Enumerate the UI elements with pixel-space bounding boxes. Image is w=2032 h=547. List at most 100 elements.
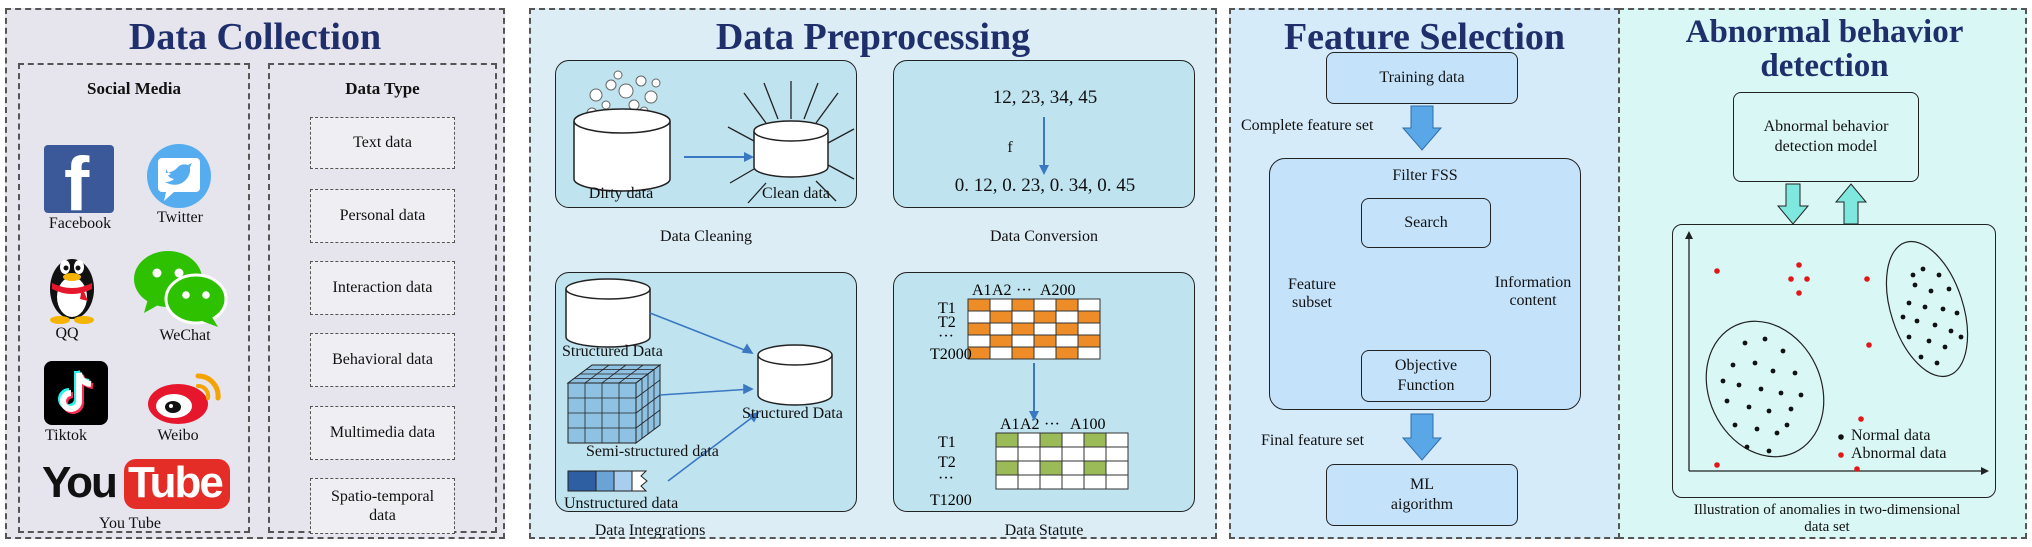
- information-content-label: Information content: [1494, 274, 1572, 310]
- grid-cell: [1105, 460, 1129, 476]
- normal-point: [1736, 382, 1742, 388]
- grid-cell: [1055, 346, 1079, 360]
- statute-bottom-grid: [995, 432, 1129, 490]
- normal-point: [1932, 322, 1938, 328]
- normal-point: [1732, 422, 1738, 428]
- normal-point: [1744, 444, 1750, 450]
- grid-cell: [1077, 334, 1101, 348]
- abnormal-point: [1864, 276, 1870, 282]
- weibo-icon: [144, 368, 224, 428]
- normal-point: [1920, 266, 1926, 272]
- objective-function-box: Objective Function: [1361, 350, 1491, 402]
- facebook-icon: f: [44, 145, 114, 213]
- normal-point: [1910, 272, 1916, 278]
- grid-cell: [1033, 298, 1057, 312]
- grid-cell: [1033, 310, 1057, 324]
- dirty-data-label: Dirty data: [588, 185, 654, 202]
- normal-point: [1770, 368, 1776, 374]
- grid-cell: [1011, 346, 1035, 360]
- normal-point: [1754, 426, 1760, 432]
- normal-point: [1774, 430, 1780, 436]
- normal-point: [1958, 334, 1964, 340]
- normal-point: [1780, 348, 1786, 354]
- data-type-heading: Data Type: [345, 79, 420, 98]
- normal-point: [1936, 272, 1942, 278]
- normal-point: [1730, 362, 1736, 368]
- grid-cell: [1033, 346, 1057, 360]
- normal-point: [1922, 304, 1928, 310]
- normal-point: [1946, 286, 1952, 292]
- data-type-text: Text data: [310, 117, 455, 169]
- abnormal-point: [1858, 416, 1864, 422]
- normal-point: [1934, 360, 1940, 366]
- scatter-plot-box: Normal data Abnormal data: [1672, 224, 1996, 498]
- x-axis-arrow: [1981, 467, 1989, 475]
- normal-point: [1940, 306, 1946, 312]
- normal-cluster-ellipse: [1885, 240, 1969, 378]
- normal-point: [1914, 318, 1920, 324]
- abnormal-point: [1866, 342, 1872, 348]
- grid-cell: [1011, 298, 1035, 312]
- grid-cell: [1039, 460, 1063, 476]
- normal-point: [1758, 386, 1764, 392]
- normal-point: [1942, 344, 1948, 350]
- grid-cell: [1105, 446, 1129, 462]
- grid-cell: [1017, 446, 1041, 462]
- abnormal-point: [1796, 290, 1802, 296]
- y-axis-arrow: [1685, 231, 1693, 239]
- grid-cell: [1055, 298, 1079, 312]
- qq-label: QQ: [55, 325, 79, 342]
- legend-abnormal-label: Abnormal data: [1851, 445, 1947, 462]
- grid-cell: [1039, 432, 1063, 448]
- statute-top-row-label: T2: [938, 314, 956, 331]
- grid-cell: [1039, 446, 1063, 462]
- data-preprocessing-title: Data Preprocessing: [715, 16, 1031, 58]
- grid-cell: [1083, 432, 1107, 448]
- filter-fss-label: Filter FSS: [1392, 167, 1458, 184]
- youtube-label: You Tube: [99, 515, 161, 532]
- abnormal-point: [1796, 262, 1802, 268]
- statute-top-row-label: T1: [938, 300, 956, 317]
- abnormal-point: [1788, 276, 1794, 282]
- data-type-behavioral: Behavioral data: [310, 333, 455, 387]
- statute-top-grid: [967, 298, 1101, 360]
- structured-data-label: Structured Data: [562, 343, 663, 360]
- grid-cell: [1033, 334, 1057, 348]
- conversion-after-values: 0. 12, 0. 23, 0. 34, 0. 45: [954, 175, 1136, 196]
- grid-cell: [995, 432, 1019, 448]
- cleaning-illustration: [573, 70, 855, 204]
- data-conversion-caption: Data Conversion: [990, 228, 1098, 245]
- normal-point: [1766, 408, 1772, 414]
- abnormal-point: [1854, 466, 1860, 472]
- grid-cell: [1083, 474, 1107, 490]
- grid-cell: [989, 310, 1013, 324]
- abnormal-point: [1804, 276, 1810, 282]
- grid-cell: [1017, 474, 1041, 490]
- grid-cell: [1061, 432, 1085, 448]
- tiktok-label: Tiktok: [44, 427, 88, 444]
- detection-model-box: Abnormal behavior detection model: [1733, 92, 1919, 182]
- legend-normal-label: Normal data: [1851, 427, 1931, 444]
- integrated-structured-data-label: Structured Data: [742, 405, 843, 422]
- grid-cell: [1083, 446, 1107, 462]
- statute-bottom-row-label: T1: [938, 434, 956, 451]
- normal-point: [1778, 390, 1784, 396]
- conversion-before-values: 12, 23, 34, 45: [992, 87, 1098, 108]
- feature-selection-panel: Feature Selection Training data Complete…: [1229, 8, 1620, 539]
- normal-point: [1762, 336, 1768, 342]
- grid-cell: [1017, 460, 1041, 476]
- unstructured-data-label: Unstructured data: [564, 495, 679, 512]
- normal-point: [1918, 354, 1924, 360]
- twitter-label: Twitter: [157, 209, 203, 226]
- normal-point: [1720, 378, 1726, 384]
- normal-point: [1928, 288, 1934, 294]
- statute-arrow-head: [1029, 411, 1039, 421]
- data-type-personal: Personal data: [310, 189, 455, 243]
- statute-bottom-row-label: T1200: [930, 492, 972, 509]
- statute-top-col-label: A1: [972, 282, 992, 299]
- grid-cell: [967, 310, 991, 324]
- statute-bottom-row-label: T2: [938, 454, 956, 471]
- weibo-label: Weibo: [157, 427, 199, 444]
- data-statute-caption: Data Statute: [1004, 522, 1084, 539]
- legend-abnormal-marker: [1838, 452, 1844, 458]
